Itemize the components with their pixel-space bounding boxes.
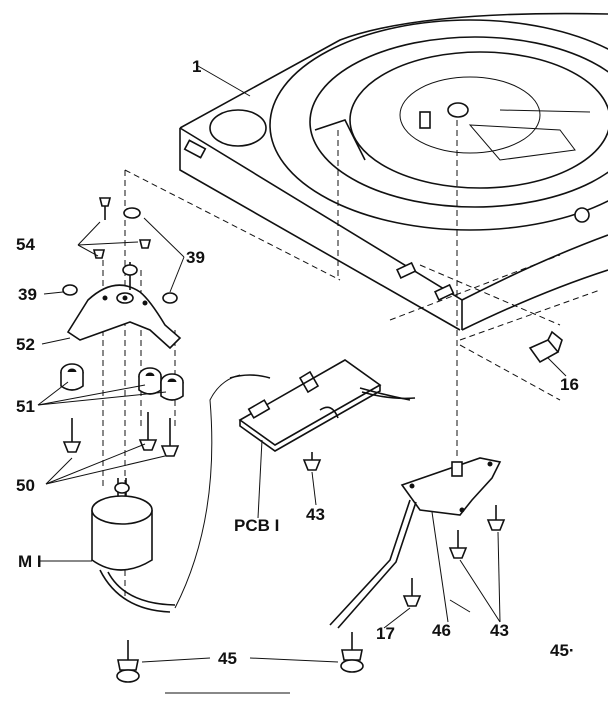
label-part-39-right: 39 (186, 248, 205, 267)
label-pcb-1: PCB I (234, 516, 279, 535)
label-part-51: 51 (16, 397, 35, 416)
label-part-50: 50 (16, 476, 35, 495)
label-part-45-edge: 45· (550, 641, 575, 660)
bracket-46 (329, 457, 502, 629)
label-part-52: 52 (16, 335, 35, 354)
turntable-base (179, 12, 608, 401)
bushings-51 (60, 363, 184, 401)
assembly-guide-lines (102, 120, 458, 600)
label-part-45: 45 (218, 649, 237, 668)
motor-wire (174, 374, 241, 609)
label-part-16: 16 (560, 375, 579, 394)
screws-54 (92, 197, 152, 259)
label-part-17: 17 (376, 624, 395, 643)
label-part-54: 54 (16, 235, 35, 254)
feet-45 (116, 632, 364, 683)
label-part-43-pcb: 43 (306, 505, 325, 524)
label-part-1: 1 (192, 57, 201, 76)
motor-m1 (91, 478, 176, 613)
label-motor-m1: M I (18, 552, 42, 571)
callout-labels: 1 54 39 39 52 51 50 M I PCB I 43 16 17 4… (16, 57, 579, 668)
label-part-46: 46 (432, 621, 451, 640)
screw-17 (402, 578, 422, 607)
part-16 (528, 330, 563, 364)
screws-50 (62, 412, 180, 457)
screws-43-right (448, 505, 506, 559)
nuts-39 (62, 207, 178, 304)
pcb-1 (229, 359, 416, 471)
leader-lines (37, 65, 567, 663)
bracket-52 (66, 262, 182, 350)
label-part-43-right: 43 (490, 621, 509, 640)
label-part-39-left: 39 (18, 285, 37, 304)
